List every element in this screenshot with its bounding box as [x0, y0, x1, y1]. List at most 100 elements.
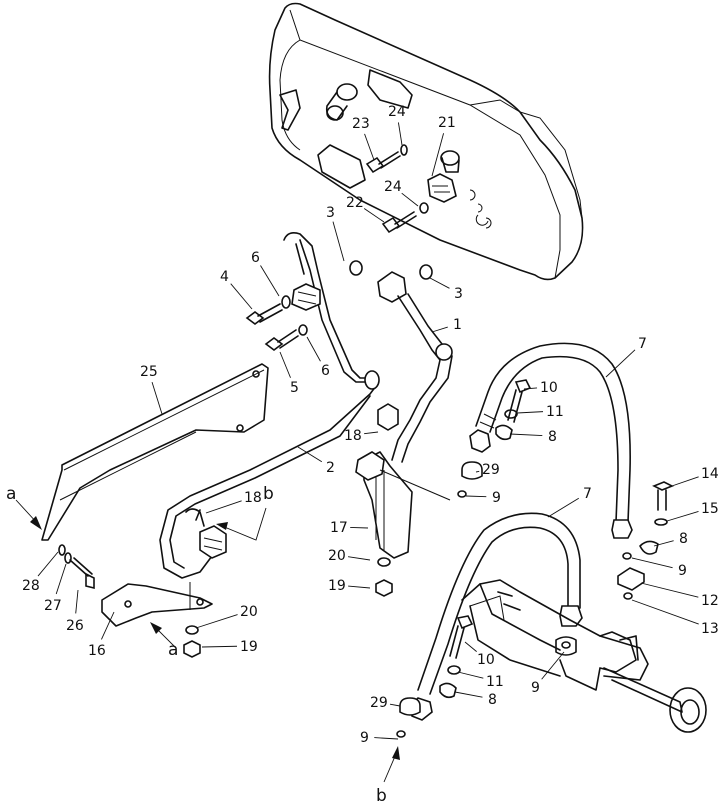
callout-c-14: 14	[701, 466, 719, 482]
washer-27	[64, 552, 72, 564]
callout-c-29a: 29	[482, 462, 500, 478]
callout-c-9d: 9	[360, 730, 369, 746]
view-marker-a-bottom: a	[168, 640, 178, 660]
cover-plate-25	[41, 363, 269, 541]
view-marker-b-upper	[216, 507, 267, 541]
leader-c-9a	[465, 495, 487, 498]
leader-c-10b	[464, 641, 477, 652]
callout-c-25: 25	[140, 364, 158, 380]
callout-c-6b: 6	[321, 363, 330, 379]
washer-6-lower	[298, 324, 308, 336]
washer-20-lower	[185, 625, 199, 635]
callout-c-18a: 18	[344, 428, 362, 444]
callout-c-7a: 7	[638, 336, 647, 352]
leader-c-13	[631, 599, 699, 625]
leader-c-1	[431, 326, 448, 333]
callout-c-23: 23	[352, 116, 370, 132]
leader-c-6b	[306, 336, 321, 362]
o-ring-9-d	[396, 730, 406, 738]
callout-c-2: 2	[326, 460, 335, 476]
bracket-17	[355, 451, 451, 559]
callout-c-28: 28	[22, 578, 40, 594]
leader-c-28	[37, 551, 59, 577]
hose-7-upper	[469, 342, 633, 539]
leader-c-24a	[397, 122, 403, 146]
leader-c-7b	[547, 497, 580, 518]
callout-c-7b: 7	[583, 486, 592, 502]
leader-c-11b	[457, 671, 484, 679]
leader-c-27	[55, 563, 67, 595]
bolt-5	[264, 329, 299, 351]
bolt-10-lower	[449, 615, 474, 659]
hydraulic-tank	[268, 2, 584, 281]
leader-c-8a	[509, 433, 543, 436]
callout-c-11a: 11	[546, 404, 564, 420]
hydraulic-cylinder	[461, 579, 707, 733]
clamp-8-right	[639, 540, 659, 555]
leader-c-9c	[541, 651, 565, 680]
bolt-22	[381, 211, 417, 234]
leader-c-12	[640, 582, 699, 598]
o-ring-3-right	[419, 264, 433, 280]
pipe-2	[159, 232, 380, 579]
callout-c-20b: 20	[240, 604, 258, 620]
view-marker-a-bottom	[150, 622, 177, 649]
callout-c-11b: 11	[486, 674, 504, 690]
leader-c-2	[297, 446, 323, 463]
leader-c-22	[363, 208, 385, 223]
leader-c-3a	[332, 221, 345, 262]
callout-c-16: 16	[88, 643, 106, 659]
cap-29-lower	[399, 697, 421, 716]
callout-c-17: 17	[330, 520, 348, 536]
leader-c-4	[230, 283, 253, 310]
callout-c-19a: 19	[328, 578, 346, 594]
o-ring-9-a	[457, 490, 467, 498]
washer-11-lower	[447, 665, 461, 675]
o-ring-9-b	[622, 552, 632, 560]
callout-c-20a: 20	[328, 548, 346, 564]
leader-c-25	[151, 381, 163, 415]
o-ring-3-left	[349, 260, 363, 276]
o-ring-13	[623, 592, 633, 600]
washer-11-upper	[504, 409, 518, 419]
leader-c-29a	[475, 470, 480, 473]
leader-c-19a	[348, 585, 371, 589]
bolt-26	[69, 557, 95, 590]
o-ring-9-c	[561, 641, 571, 649]
leader-c-9b	[631, 557, 673, 569]
leader-c-23	[364, 133, 375, 161]
callout-c-8a: 8	[548, 429, 557, 445]
leader-c-19b	[201, 645, 238, 648]
leader-c-29b	[389, 703, 401, 707]
callout-c-6a: 6	[251, 250, 260, 266]
leader-c-15	[666, 510, 699, 522]
bolt-10-upper	[507, 379, 532, 423]
callout-c-8c: 8	[488, 692, 497, 708]
callout-c-10a: 10	[540, 380, 558, 396]
callout-c-9b: 9	[678, 563, 687, 579]
leader-c-20b	[195, 614, 238, 629]
leader-c-7a	[605, 349, 636, 378]
washer-6-upper	[281, 295, 291, 309]
plate-12	[617, 567, 645, 591]
callout-c-3b: 3	[454, 286, 463, 302]
callout-c-1: 1	[453, 317, 462, 333]
washer-24-upper	[400, 144, 408, 156]
leader-c-10a	[523, 387, 538, 390]
view-marker-b-bottom	[383, 746, 400, 783]
leader-c-8c	[454, 691, 483, 698]
clamp-8-lower	[439, 682, 457, 699]
callout-c-18b: 18	[244, 490, 262, 506]
callout-leaders	[37, 122, 699, 740]
cap-29-upper	[461, 461, 483, 480]
leader-c-16	[101, 611, 115, 640]
callout-c-8b: 8	[679, 531, 688, 547]
callout-c-10b: 10	[477, 652, 495, 668]
leader-c-14	[668, 476, 699, 488]
callout-c-24b: 24	[384, 179, 402, 195]
washer-15	[654, 518, 668, 526]
leader-c-24b	[401, 192, 419, 207]
view-marker-a-left: a	[6, 484, 16, 504]
